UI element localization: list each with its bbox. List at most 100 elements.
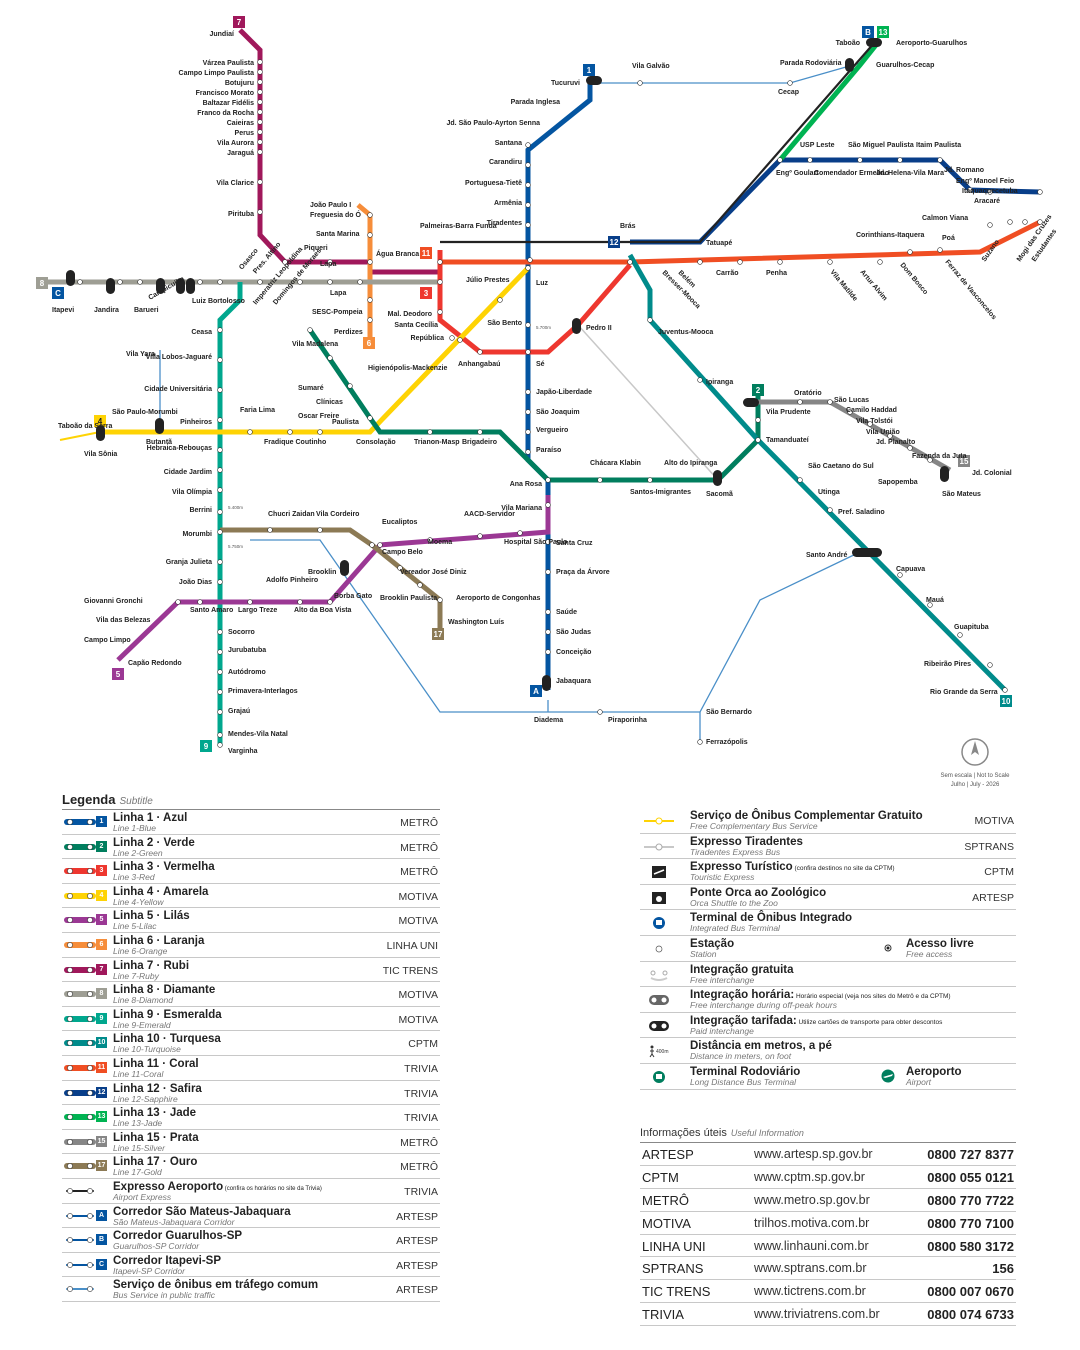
station-hospital-sp: Hospital São Paulo <box>504 539 567 546</box>
station-vereador: Vereador José Diniz <box>400 569 467 576</box>
station-dot <box>525 142 531 148</box>
station-vila-belezas: Vila das Belezas <box>96 617 150 624</box>
station-dot <box>437 597 443 603</box>
station-franco-rocha: Franco da Rocha <box>197 110 254 117</box>
station-dot <box>477 533 483 539</box>
station-dot <box>427 537 433 543</box>
station-dot <box>597 477 603 483</box>
legend-subtitle: Subtitle <box>119 796 153 807</box>
station-santana: Santana <box>495 140 522 147</box>
station-dot <box>477 349 483 355</box>
station-grajau: Grajaú <box>228 708 250 715</box>
info-website-link[interactable]: www.tictrens.com.br <box>754 1284 866 1299</box>
station-jaragua: Jaraguá <box>227 150 254 157</box>
station-tiradentes: Tiradentes <box>487 220 522 227</box>
service-name-secondary: Acesso livre <box>906 937 974 950</box>
svg-text:17: 17 <box>434 630 443 639</box>
station-vila-matilde: Vila Matilde <box>828 269 858 303</box>
station-dot <box>927 602 933 608</box>
station-santa-marina: Santa Marina <box>316 231 360 238</box>
station-dot <box>257 79 263 85</box>
station-dot <box>797 399 803 405</box>
station-vila-clarice: Vila Clarice <box>216 180 254 187</box>
station-capao: Capão Redondo <box>128 660 182 667</box>
station-dot <box>367 232 373 238</box>
station-armenia: Armênia <box>494 200 522 207</box>
station-dom-bosco: Dom Bosco <box>898 262 928 296</box>
station-granja-julieta: Granja Julieta <box>166 559 212 566</box>
svg-text:15: 15 <box>960 457 969 466</box>
station-dot <box>282 259 288 265</box>
info-website-link[interactable]: www.cptm.sp.gov.br <box>754 1169 865 1184</box>
station-santos-imigrantes: Santos-Imigrantes <box>630 489 691 496</box>
info-phone: 0800 074 6733 <box>927 1307 1014 1323</box>
station-dot <box>217 279 223 285</box>
legend-line-name: Corredor São Mateus-Jabaquara <box>113 1205 291 1218</box>
station-dot <box>367 297 373 303</box>
legend-line-english: Guarulhos-SP Corridor <box>113 1241 200 1252</box>
legend-line-english: Airport Express <box>113 1191 172 1202</box>
info-website-link[interactable]: trilhos.motiva.com.br <box>754 1215 870 1230</box>
info-website-link[interactable]: www.sptrans.com.br <box>754 1261 867 1276</box>
legend-line-name: Linha 6 · Laranja <box>113 934 205 947</box>
station-alto-boa-vista: Alto da Boa Vista <box>294 607 352 614</box>
station-dot <box>897 572 903 578</box>
station-vila-mariana: Vila Mariana <box>501 505 542 512</box>
station-dot <box>1037 219 1043 225</box>
line-symbol-icon <box>64 991 96 998</box>
line-symbol-icon <box>64 966 96 973</box>
station-piqueri: Piqueri <box>304 245 328 252</box>
line-badge: 9 <box>96 1012 107 1024</box>
station-dot <box>217 709 223 715</box>
station-perdizes: Perdizes <box>334 329 363 336</box>
station-dot <box>267 527 273 533</box>
station-tatuape: Tatuapé <box>706 240 732 247</box>
info-website-link[interactable]: www.triviatrens.com.br <box>754 1307 880 1322</box>
station-dot <box>397 565 403 571</box>
info-operator: TIC TRENS <box>642 1284 711 1300</box>
legend-line-english: Line 1-Blue <box>113 823 157 833</box>
info-website-link[interactable]: www.metro.sp.gov.br <box>754 1192 870 1207</box>
station-artur-alvim: Artur Alvim <box>858 269 888 303</box>
legend-line-name: Serviço de ônibus em tráfego comum <box>113 1279 319 1292</box>
station-campo-belo: Campo Belo <box>382 549 423 556</box>
legend-line-english: Line 9-Emerald <box>113 1019 171 1030</box>
station-dot <box>217 732 223 738</box>
station-agua-branca: Água Branca <box>376 249 419 258</box>
station-dot <box>1022 219 1028 225</box>
station-dot <box>175 599 181 605</box>
svg-text:A: A <box>533 687 539 696</box>
station-dot <box>525 449 531 455</box>
station-dot <box>327 259 333 265</box>
service-name: Integração gratuita <box>690 963 794 976</box>
station-aeroporto-cgh: Aeroporto de Congonhas <box>456 595 540 602</box>
station-dot <box>1037 189 1043 195</box>
line-symbol-icon <box>64 819 96 825</box>
legend-operator: ARTESP <box>396 1259 438 1272</box>
airport-icon <box>881 1069 895 1083</box>
line-3-path <box>437 250 632 355</box>
station-trianon: Trianon-Masp <box>414 439 460 446</box>
station-cecap: Cecap <box>778 89 799 96</box>
station-santo-andre: Santo André <box>806 552 847 559</box>
station-dot <box>437 279 443 285</box>
station-dot <box>777 259 783 265</box>
station-dot <box>297 279 303 285</box>
station-vila-yara: Vila Yara <box>126 351 155 358</box>
legend-operator: METRÔ <box>400 866 438 879</box>
station-juventus: Juventus-Mooca <box>658 329 713 336</box>
station-borba-gato: Borba Gato <box>334 593 372 600</box>
legend-row: Expresso Aeroporto (confira os horários … <box>62 1179 440 1204</box>
station-higienopolis: Higienópolis-Mackenzie <box>368 365 447 372</box>
info-phone: 0800 770 7722 <box>927 1192 1014 1208</box>
info-website-link[interactable]: www.linhauni.com.br <box>754 1238 869 1253</box>
station-santa-cruz: Santa Cruz <box>556 540 593 547</box>
service-english: Paid interchange <box>690 1025 754 1036</box>
info-website-link[interactable]: www.artesp.sp.gov.br <box>754 1147 873 1161</box>
station-jd-planalto: Jd. Planalto <box>876 439 915 446</box>
station-aacd: AACD-Servidor <box>464 511 515 518</box>
